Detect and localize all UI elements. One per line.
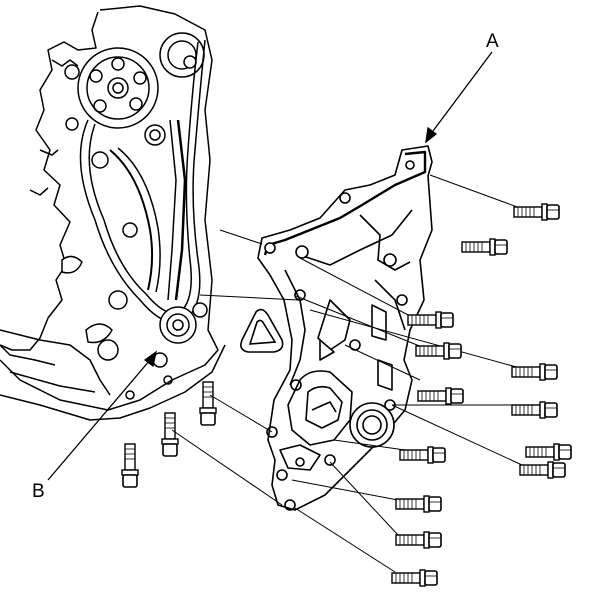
bolt-5	[511, 363, 558, 381]
bolt-8	[525, 443, 572, 461]
bolt-13	[391, 569, 438, 587]
pan-bolt-3	[121, 443, 139, 488]
callout-leaders	[47, 51, 493, 481]
bolt-12	[395, 531, 442, 549]
bolt-10	[399, 446, 446, 464]
triangle-seal	[240, 308, 284, 353]
pan-bolt-2	[161, 412, 179, 457]
bolt-4	[415, 342, 462, 360]
callout-label-a: A	[486, 31, 499, 52]
bolt-2	[461, 238, 508, 256]
bolt-11	[395, 495, 442, 513]
bolt-7	[511, 401, 558, 419]
bolt-9	[519, 461, 566, 479]
pan-bolt-1	[199, 381, 217, 426]
bolt-6	[417, 387, 464, 405]
bolt-1	[513, 203, 560, 221]
timing-chain-cover	[257, 145, 433, 511]
engine-block	[0, 5, 226, 421]
callout-label-b: B	[32, 481, 45, 502]
bolt-3	[407, 311, 454, 329]
bolt-leader-lines	[171, 174, 523, 573]
